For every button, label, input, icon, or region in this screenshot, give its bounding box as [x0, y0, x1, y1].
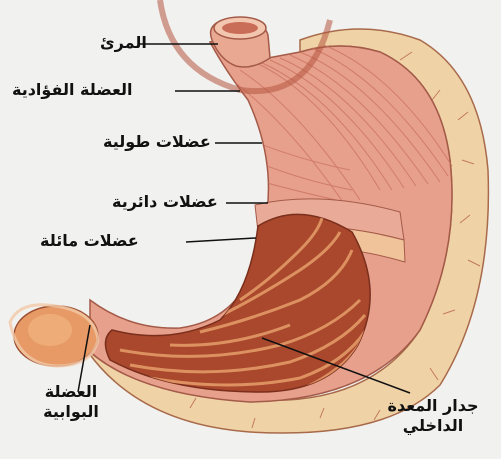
label-cardiac-muscle: العضلة الفؤادية: [12, 82, 133, 98]
label-pyloric-muscle-line1: العضلة: [28, 382, 114, 402]
label-pyloric-muscle-line2: البوابية: [28, 402, 114, 422]
label-inner-wall: جدار المعدة الداخلي: [374, 396, 492, 436]
label-esophagus: المرئ: [100, 35, 147, 51]
label-longitudinal-muscles: عضلات طولية: [103, 134, 211, 150]
label-oblique-muscles: عضلات مائلة: [40, 233, 139, 249]
label-circular-muscles: عضلات دائرية: [112, 194, 218, 210]
label-pyloric-muscle: العضلة البوابية: [28, 382, 114, 422]
label-inner-wall-line1: جدار المعدة: [374, 396, 492, 416]
label-inner-wall-line2: الداخلي: [374, 416, 492, 436]
